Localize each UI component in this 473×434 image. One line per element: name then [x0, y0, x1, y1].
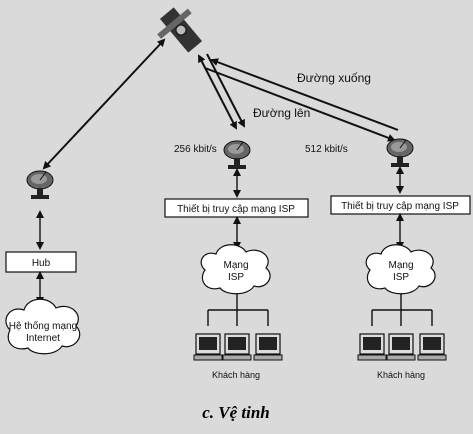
customer-tree-right — [371, 294, 433, 326]
isp-cloud-left-line2: ISP — [228, 272, 244, 283]
isp-cloud-left-line1: Mạng — [223, 260, 248, 271]
customers-right-label: Khách hàng — [377, 370, 425, 380]
uplink-right-arrow — [204, 67, 396, 142]
customers-left-label: Khách hàng — [212, 370, 260, 380]
isp-device-right-label: Thiết bị truy cập mạng ISP — [341, 200, 459, 212]
internet-cloud — [5, 298, 81, 355]
isp-cloud-right-line1: Mạng — [388, 260, 413, 271]
rate-left: 256 kbit/s — [174, 144, 217, 155]
pc-right-3-icon — [417, 333, 447, 361]
uplink-label: Đường lên — [253, 106, 310, 120]
downlink-left-arrow — [206, 53, 245, 128]
pc-left-1-icon — [193, 333, 223, 361]
pc-right-2-icon — [386, 333, 416, 361]
isp-dish-left-icon — [223, 140, 251, 170]
downlink-right-arrow — [210, 58, 399, 131]
internet-label-line1: Hệ thống mạng — [9, 320, 77, 332]
internet-label-line2: Internet — [26, 333, 60, 344]
hub-dish-icon — [26, 170, 54, 200]
satellite-icon — [157, 7, 203, 53]
rate-right: 512 kbit/s — [305, 144, 348, 155]
downlink-label: Đường xuống — [297, 71, 371, 85]
pc-left-3-icon — [253, 333, 283, 361]
pc-left-2-icon — [222, 333, 252, 361]
isp-dish-right-icon — [386, 138, 414, 168]
pc-right-1-icon — [357, 333, 387, 361]
link-hub-satellite — [42, 38, 166, 170]
figure-caption: c. Vệ tinh — [202, 403, 270, 422]
isp-device-left-label: Thiết bị truy cập mạng ISP — [177, 203, 295, 215]
hub-label: Hub — [32, 258, 51, 269]
isp-cloud-right — [365, 244, 436, 295]
customer-tree-left — [207, 294, 269, 326]
isp-cloud-right-line2: ISP — [393, 272, 409, 283]
isp-cloud-left — [200, 244, 271, 295]
